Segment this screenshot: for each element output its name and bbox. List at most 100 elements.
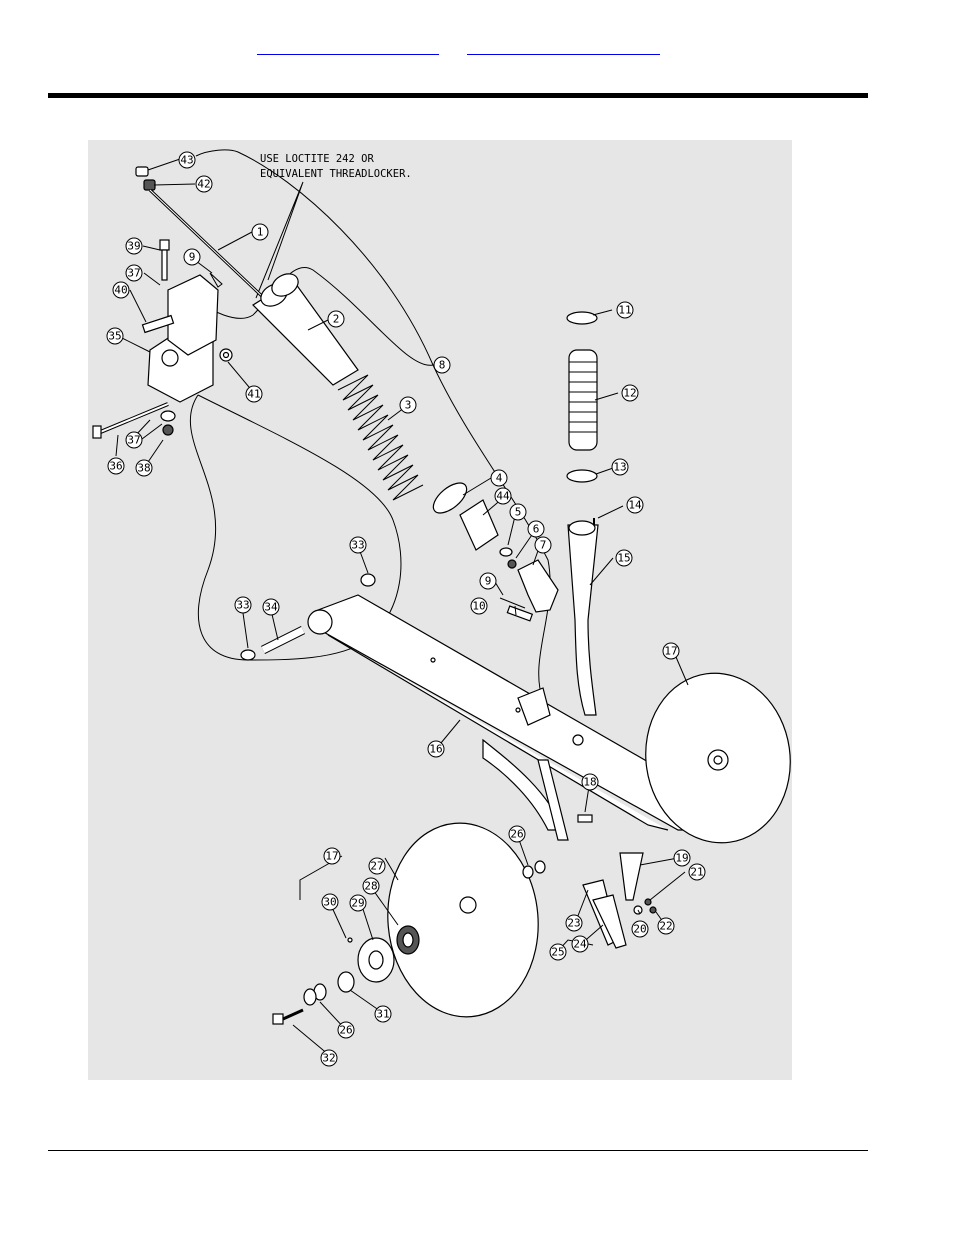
spring-part-3: [338, 375, 423, 500]
washer-part-37b: [161, 411, 175, 421]
callout-31: 31: [375, 1006, 391, 1022]
callout-26a: 26: [509, 826, 525, 842]
callout-12: 12: [622, 385, 638, 401]
callout-10: 10: [471, 598, 487, 614]
callout-41: 41: [246, 386, 262, 402]
nav-link-1[interactable]: [257, 40, 439, 55]
callout-37a: 37: [126, 265, 142, 281]
svg-text:39: 39: [127, 240, 140, 253]
svg-text:34: 34: [264, 601, 278, 614]
nut-part-22: [650, 907, 656, 913]
svg-text:8: 8: [439, 359, 446, 372]
svg-text:2: 2: [333, 313, 340, 326]
svg-text:5: 5: [515, 506, 522, 519]
svg-text:24: 24: [573, 938, 587, 951]
spring-rod-part-2: [253, 269, 358, 385]
bushing-part-33b: [361, 574, 375, 586]
svg-text:9: 9: [485, 575, 492, 588]
washer-part-26b: [304, 984, 326, 1005]
bellows-part-12: [569, 350, 597, 450]
svg-text:16: 16: [429, 743, 442, 756]
callout-28: 28: [363, 878, 379, 894]
callout-23: 23: [566, 915, 582, 931]
svg-text:29: 29: [351, 897, 364, 910]
svg-text:18: 18: [583, 776, 596, 789]
svg-text:4: 4: [496, 472, 503, 485]
svg-text:27: 27: [370, 860, 383, 873]
nav-link-2[interactable]: [467, 40, 660, 55]
svg-text:13: 13: [613, 461, 626, 474]
bolt-part-18: [578, 815, 592, 822]
callout-20: 20: [632, 921, 648, 937]
callout-36: 36: [108, 458, 124, 474]
svg-text:26: 26: [510, 828, 523, 841]
note-line-1: USE LOCTITE 242 OR: [260, 153, 374, 165]
callout-39: 39: [126, 238, 142, 254]
callout-25: 25: [550, 944, 566, 960]
callout-15: 15: [616, 550, 632, 566]
callout-22: 22: [658, 918, 674, 934]
scraper-part-19: [620, 853, 643, 900]
pin-part-10: [507, 606, 532, 621]
svg-text:20: 20: [633, 923, 646, 936]
svg-text:21: 21: [690, 866, 703, 879]
svg-text:10: 10: [472, 600, 485, 613]
callout-30: 30: [322, 894, 338, 910]
callout-33a: 33: [350, 537, 366, 553]
bearing-part-28: [397, 926, 419, 954]
svg-text:3: 3: [405, 399, 412, 412]
callout-6: 6: [528, 521, 544, 537]
callout-24: 24: [572, 936, 588, 952]
nut-part-38: [163, 425, 173, 435]
callout-17a: 17: [663, 643, 679, 659]
callout-27: 27: [369, 858, 385, 874]
svg-text:6: 6: [533, 523, 540, 536]
callout-32: 32: [321, 1050, 337, 1066]
svg-text:38: 38: [137, 462, 150, 475]
shaft-part-34: [263, 630, 303, 650]
svg-text:32: 32: [322, 1052, 335, 1065]
nut-part-6: [508, 560, 516, 568]
svg-text:1: 1: [257, 226, 264, 239]
clamp-part-11: [567, 312, 597, 324]
top-link-bar: [0, 40, 954, 56]
svg-text:35: 35: [108, 330, 121, 343]
svg-text:31: 31: [376, 1008, 389, 1021]
callout-38: 38: [136, 460, 152, 476]
hub-part-29: [358, 938, 394, 982]
callout-33b: 33: [235, 597, 251, 613]
svg-text:36: 36: [109, 460, 122, 473]
callout-21: 21: [689, 864, 705, 880]
callout-40: 40: [113, 282, 129, 298]
callout-18: 18: [582, 774, 598, 790]
washer-part-5: [500, 548, 512, 556]
callout-19: 19: [674, 850, 690, 866]
note-line-2: EQUIVALENT THREADLOCKER.: [260, 168, 412, 180]
callout-43: 43: [179, 152, 195, 168]
svg-text:15: 15: [617, 552, 630, 565]
callout-37b: 37: [126, 432, 142, 448]
grease-fitting-part-30: [348, 938, 352, 942]
svg-text:11: 11: [618, 304, 631, 317]
svg-text:42: 42: [197, 178, 210, 191]
svg-text:37: 37: [127, 267, 140, 280]
callout-17b: 17: [324, 848, 340, 864]
callout-13: 13: [612, 459, 628, 475]
callout-5: 5: [510, 504, 526, 520]
svg-text:23: 23: [567, 917, 580, 930]
callout-11: 11: [617, 302, 633, 318]
callout-9a: 9: [184, 249, 200, 265]
cap-part-43: [136, 167, 148, 176]
svg-text:25: 25: [551, 946, 564, 959]
disc-part-17-left: [380, 817, 546, 1023]
callout-44: 44: [495, 488, 511, 504]
svg-text:19: 19: [675, 852, 688, 865]
clamp-part-13: [567, 470, 597, 482]
callout-26b: 26: [338, 1022, 354, 1038]
callout-8: 8: [434, 357, 450, 373]
svg-text:17: 17: [325, 850, 338, 863]
svg-text:37: 37: [127, 434, 140, 447]
top-divider: [48, 93, 868, 98]
washer-part-31: [338, 972, 354, 992]
svg-text:41: 41: [247, 388, 260, 401]
